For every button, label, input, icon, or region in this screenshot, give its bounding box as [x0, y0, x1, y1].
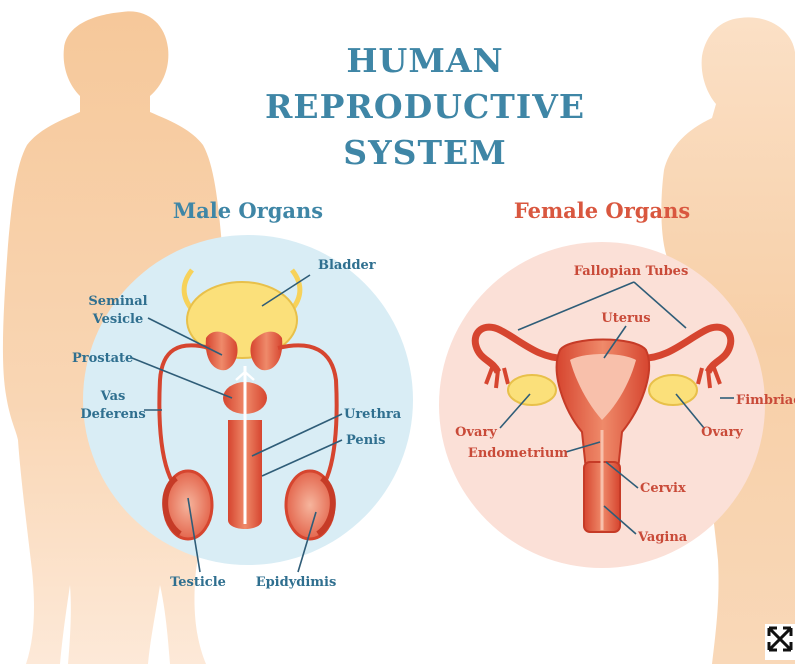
- title-line-1: HUMAN: [346, 41, 503, 80]
- title-line-3: SYSTEM: [343, 133, 506, 172]
- label-seminal-vesicle-line1: Seminal: [88, 294, 147, 309]
- label-urethra: Urethra: [344, 407, 402, 422]
- expand-arrows-icon: [765, 622, 795, 662]
- female-organs-heading: Female Organs: [514, 198, 690, 223]
- label-bladder: Bladder: [318, 258, 376, 273]
- label-epididymis: Epidydimis: [256, 575, 337, 590]
- ovary-right: [649, 375, 697, 405]
- label-vas-deferens-line1: Vas: [100, 389, 126, 404]
- ovary-left: [508, 375, 556, 405]
- label-endometrium: Endometrium: [468, 446, 568, 461]
- label-prostate: Prostate: [72, 351, 133, 366]
- label-fallopian-tubes: Fallopian Tubes: [574, 264, 689, 279]
- title-line-2: REPRODUCTIVE: [265, 87, 585, 126]
- label-cervix: Cervix: [640, 481, 686, 496]
- expand-button[interactable]: [765, 622, 795, 662]
- label-fimbriae: Fimbriae: [736, 393, 795, 408]
- male-organs-heading: Male Organs: [173, 198, 323, 223]
- label-vagina: Vagina: [637, 530, 688, 545]
- label-ovary-right: Ovary: [701, 425, 743, 440]
- label-vas-deferens-line2: Deferens: [80, 407, 145, 422]
- label-seminal-vesicle-line2: Vesicle: [92, 312, 144, 327]
- label-uterus: Uterus: [601, 311, 650, 326]
- female-organs-illustration: [439, 242, 765, 568]
- label-ovary-left: Ovary: [455, 425, 497, 440]
- label-testicle: Testicle: [170, 575, 226, 590]
- label-penis: Penis: [346, 433, 385, 448]
